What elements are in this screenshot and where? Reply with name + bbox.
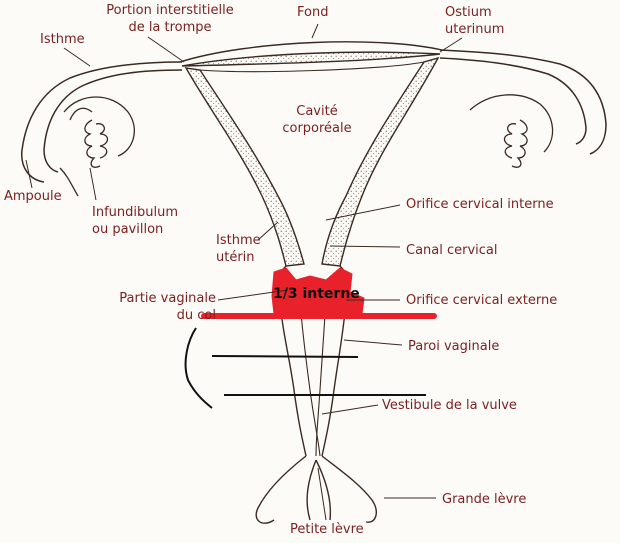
vagina-right-inner: [315, 299, 327, 457]
vagina-right: [321, 299, 347, 457]
right-tube-lower: [439, 57, 587, 145]
leader-isthme: [63, 47, 91, 67]
left-tube-upper: [21, 61, 183, 183]
label-portion-line2: de la trompe: [128, 20, 212, 35]
label-ostium-line1: Ostium: [445, 5, 492, 20]
label-ampoule: Ampoule: [4, 189, 62, 204]
right-wall: [321, 56, 440, 267]
label-cavite-line1: Cavité: [296, 104, 338, 119]
label-paroi-vaginale: Paroi vaginale: [408, 339, 500, 354]
label-fond: Fond: [297, 5, 329, 20]
label-cavite-line2: corporéale: [282, 121, 352, 136]
left-tube-lower: [43, 69, 183, 173]
leader-canal: [329, 245, 401, 248]
label-isthme: Isthme: [40, 32, 85, 47]
fundus: [181, 51, 441, 67]
fundus-top: [179, 41, 443, 63]
label-ostium-line2: uterinum: [445, 22, 505, 37]
label-canal-cervical: Canal cervical: [406, 243, 498, 258]
label-orifice-cervical-externe: Orifice cervical externe: [406, 293, 558, 308]
right-tube-upper: [439, 49, 607, 155]
left-ovary-loop: [63, 96, 135, 157]
leader-partie: [217, 289, 289, 301]
leader-infundibulum: [89, 167, 97, 201]
label-partie-line1: Partie vaginale: [119, 291, 216, 306]
leader-petite: [317, 467, 327, 521]
label-portion-line1: Portion interstitielle: [106, 3, 234, 18]
label-isthme-uterin-line2: utérin: [216, 250, 255, 265]
black-line-1: [211, 355, 359, 358]
label-infundibulum-line2: ou pavillon: [92, 222, 164, 237]
label-cavite-corporeale: Cavité corporéale: [272, 103, 362, 137]
leader-vestibule: [321, 404, 379, 415]
label-portion-interstitielle: Portion interstitielle de la trompe: [100, 2, 240, 36]
label-infundibulum: Infundibulum ou pavillon: [92, 204, 178, 238]
label-partie-vaginale: Partie vaginale du col: [100, 290, 216, 324]
right-fimbriae: [469, 94, 554, 168]
left-wall: [184, 67, 305, 267]
label-isthme-uterin: Isthme utérin: [216, 232, 261, 266]
leader-ostium: [439, 37, 463, 53]
leader-paroi: [343, 339, 403, 346]
leader-isthme-uterin: [257, 221, 279, 241]
vagina-left: [279, 299, 307, 457]
label-orifice-cervical-interne: Orifice cervical interne: [406, 197, 554, 212]
label-isthme-uterin-line1: Isthme: [216, 233, 261, 248]
highlight-label-1-3-interne: 1/3 interne: [273, 286, 360, 302]
label-partie-line2: du col: [176, 308, 216, 323]
label-ostium-uterinum: Ostium uterinum: [445, 4, 504, 38]
label-infundibulum-line1: Infundibulum: [92, 205, 178, 220]
leader-ampoule: [25, 159, 33, 189]
label-petite-levre: Petite lèvre: [290, 522, 364, 537]
vagina-left-inner: [299, 299, 321, 457]
label-vestibule: Vestibule de la vulve: [382, 398, 517, 413]
leader-lines: [25, 23, 463, 521]
leader-fond: [311, 23, 319, 39]
labia: [255, 455, 377, 524]
label-grande-levre: Grande lèvre: [442, 492, 527, 507]
cavity-outline: [199, 61, 425, 73]
leader-portion: [147, 36, 185, 63]
left-fimbriae: [59, 107, 109, 197]
black-curve: [184, 327, 213, 409]
leader-orifice-interne: [325, 204, 401, 221]
